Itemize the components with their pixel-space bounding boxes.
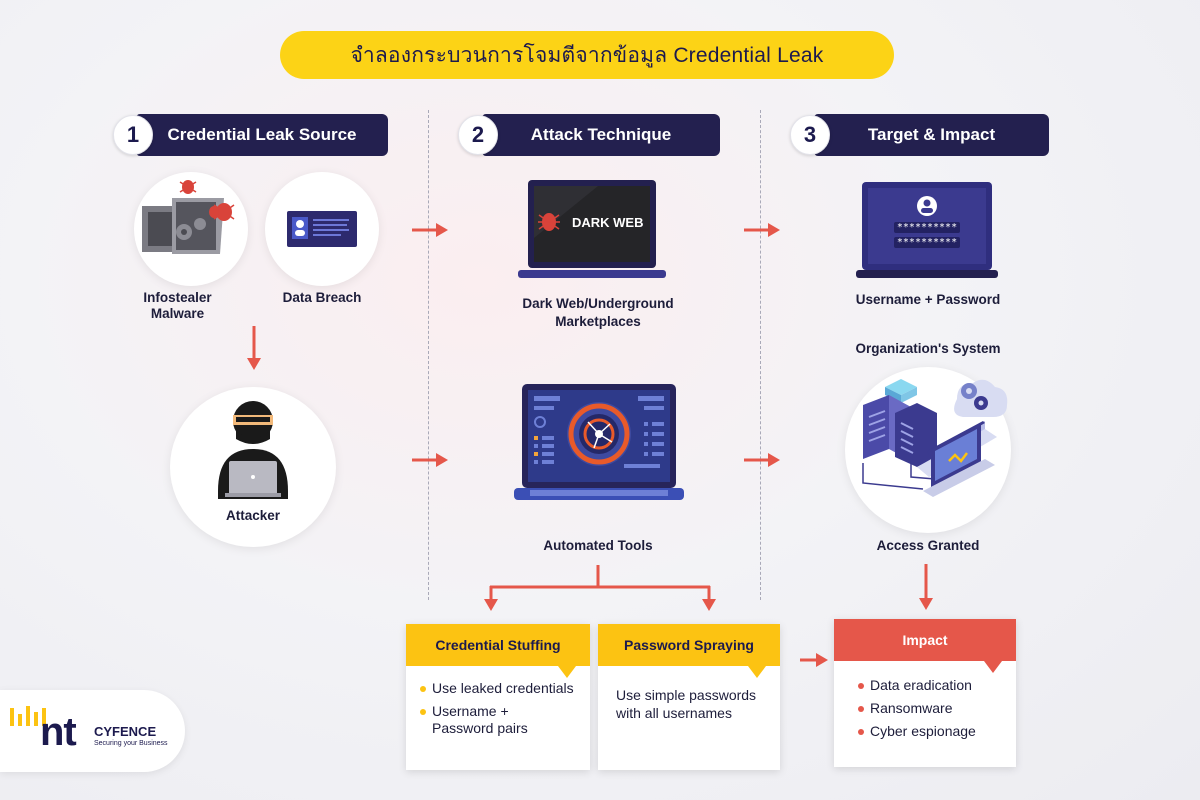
password-spraying-text: Use simple passwords with all usernames	[616, 687, 757, 721]
right-arrow-icon	[412, 453, 448, 467]
attacker-circle	[170, 387, 336, 547]
credential-stuffing-header: Credential Stuffing	[406, 624, 590, 678]
password-spraying-title: Password Spraying	[624, 637, 754, 653]
list-item: Use leaked credentials	[420, 680, 590, 697]
branch-arrows-icon	[484, 565, 716, 611]
attacker-label: Attacker	[225, 508, 281, 523]
right-arrow-icon	[412, 223, 448, 237]
right-arrow-icon	[744, 453, 780, 467]
impact-header: Impact	[834, 619, 1016, 673]
brand-logo-card: nt CYFENCE Securing your Business	[0, 690, 185, 772]
dark-web-label: Dark Web/Underground Marketplaces	[522, 296, 674, 329]
list-item: Ransomware	[858, 700, 1016, 717]
credentials-label: Username + Password	[855, 292, 1001, 307]
password-mask: **********	[896, 237, 958, 248]
infostealer-circle	[134, 172, 248, 286]
id-card-icon	[287, 211, 357, 247]
brand-name: CYFENCE	[94, 724, 157, 739]
dark-web-laptop-icon	[518, 180, 666, 278]
brand-tagline: Securing your Business	[94, 740, 168, 747]
section-1-header: Credential Leak Source	[136, 114, 388, 156]
list-item: Data eradication	[858, 677, 1016, 694]
server-cloud-icon	[862, 379, 1008, 497]
column-divider-1	[428, 110, 429, 600]
list-item: Username + Password pairs	[420, 703, 590, 737]
section-3-label: Target & Impact	[867, 125, 996, 144]
infostealer-label: Infostealer Malware	[143, 290, 212, 321]
credential-stuffing-card: Credential Stuffing Use leaked credentia…	[406, 624, 590, 770]
password-spraying-card: Password Spraying Use simple passwords w…	[598, 624, 780, 770]
impact-list: Data eradication Ransomware Cyber espion…	[834, 661, 1016, 740]
access-granted-label: Access Granted	[876, 538, 980, 553]
malware-safe-icon	[142, 180, 235, 254]
right-arrow-icon	[800, 653, 828, 667]
section-2-header: Attack Technique	[482, 114, 720, 156]
automated-tools-laptop-icon	[514, 384, 684, 500]
credential-stuffing-title: Credential Stuffing	[435, 637, 561, 653]
section-1-label: Credential Leak Source	[167, 125, 357, 144]
credential-stuffing-list: Use leaked credentials Username + Passwo…	[406, 666, 590, 737]
down-arrow-icon	[919, 564, 933, 610]
login-laptop-icon	[856, 182, 998, 278]
automated-tools-label: Automated Tools	[543, 538, 653, 553]
organization-system-label: Organization's System	[855, 341, 1001, 356]
impact-card: Impact Data eradication Ransomware Cyber…	[834, 619, 1016, 767]
right-arrow-icon	[744, 223, 780, 237]
section-2-label: Attack Technique	[530, 125, 672, 144]
section-3-number: 3	[790, 115, 830, 155]
password-spraying-header: Password Spraying	[598, 624, 780, 678]
brand-mark: nt	[40, 710, 77, 754]
brand-bars-icon	[10, 706, 46, 726]
username-mask: **********	[896, 222, 958, 233]
data-breach-circle	[265, 172, 379, 286]
hacker-icon	[218, 401, 288, 499]
column-divider-2	[760, 110, 761, 600]
card-notch	[558, 666, 576, 678]
section-1-number: 1	[113, 115, 153, 155]
data-breach-label: Data Breach	[282, 290, 362, 305]
page-title: จำลองกระบวนการโจมตีจากข้อมูล Credential …	[280, 31, 894, 79]
organization-system-circle	[845, 367, 1011, 533]
impact-title: Impact	[902, 632, 948, 648]
card-notch	[748, 666, 766, 678]
down-arrow-icon	[247, 326, 261, 370]
card-notch	[984, 661, 1002, 673]
section-3-header: Target & Impact	[814, 114, 1049, 156]
dark-web-screen-text: DARK WEB	[572, 215, 644, 230]
section-2-number: 2	[458, 115, 498, 155]
list-item: Cyber espionage	[858, 723, 1016, 740]
